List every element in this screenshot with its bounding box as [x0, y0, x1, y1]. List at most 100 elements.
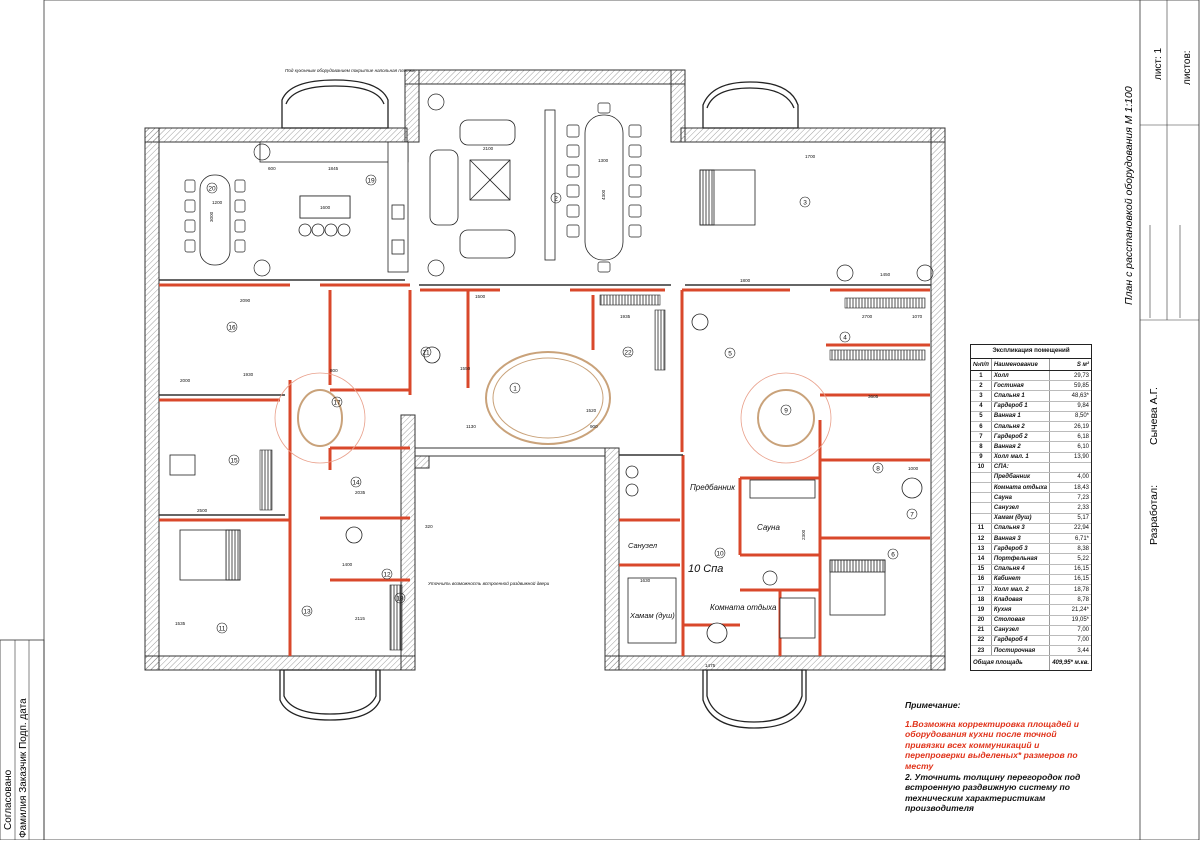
room-schedule-cell-n: 4 [971, 401, 992, 412]
room-schedule-cell-name: Спальня 4 [991, 564, 1050, 575]
dim-1550: 1550 [460, 366, 471, 371]
room-schedule-cell-name: Кладовая [991, 594, 1050, 606]
room-num-13: 13 [303, 609, 311, 616]
hall-arcs [274, 372, 832, 464]
bay-windows [279, 79, 807, 729]
dim-2500: 2500 [197, 508, 208, 513]
exterior-walls [144, 69, 946, 671]
plan-title: План с расстановкой оборудования М 1:100 [1123, 86, 1135, 305]
room-schedule-cell-n: 3 [971, 390, 992, 402]
plant-icons [253, 93, 934, 586]
room-schedule-cell-area: 22,94 [1049, 523, 1091, 535]
rest-room-label: Комната отдыха [710, 603, 777, 612]
room-schedule-cell-n: 22 [971, 635, 992, 647]
room-num-6: 6 [891, 552, 895, 559]
room-schedule-cell-area: 26,19 [1049, 421, 1091, 433]
developed-by-label: Разработал: [1148, 485, 1160, 545]
room-schedule-cell-area: 16,15 [1049, 564, 1091, 575]
dim-1800: 1800 [740, 278, 751, 283]
door-note: Уточнить возможность встроенной раздвижн… [428, 580, 550, 586]
dim-1845: 1845 [328, 166, 339, 171]
room-schedule-cell-name: Холл [991, 370, 1050, 382]
room-schedule-cell-area: 19,05* [1049, 615, 1091, 626]
dim-1130: 1130 [466, 424, 476, 429]
dim-2100: 2100 [483, 146, 494, 151]
room-schedule-cell-n: 11 [971, 523, 992, 535]
room-schedule-cell-n: 18 [971, 594, 992, 606]
room-num-12: 12 [383, 572, 391, 579]
room-schedule-cell-n: 6 [971, 421, 992, 433]
room-schedule-cell-n [971, 502, 992, 514]
room-schedule-cell-name: Холл мал. 2 [991, 584, 1050, 596]
room-schedule-cell-n: 17 [971, 584, 992, 596]
sheet-number: лист: 1 [1153, 47, 1164, 80]
room-schedule-cell-area: 7,23 [1049, 492, 1091, 504]
room-schedule-cell-area: 3,44 [1049, 645, 1091, 657]
room-schedule-cell-name: Комната отдыха [991, 482, 1050, 494]
room-schedule-cell-n: 7 [971, 431, 992, 443]
col-name: Наименование [991, 359, 1050, 371]
room-num-20: 20 [208, 186, 216, 193]
dim-1700: 1700 [805, 154, 816, 159]
dim-1600: 1600 [320, 205, 331, 210]
room-schedule-cell-n: 2 [971, 380, 992, 392]
room-schedule-cell-name: Постирочная [991, 645, 1050, 657]
room-schedule-cell-name: Гостиная [991, 380, 1050, 392]
approval-columns: Фамилия Заказчик Подп. дата [18, 698, 29, 838]
notes-heading: Примечание: [905, 700, 961, 710]
room-schedule-cell-name: Спальня 1 [991, 390, 1050, 402]
room-num-15: 15 [230, 458, 238, 465]
spa-fixtures [345, 313, 923, 644]
room-schedule-cell-n: 12 [971, 533, 992, 545]
room-schedule-cell-area: 9,84 [1049, 401, 1091, 412]
room-schedule-cell-n: 14 [971, 553, 992, 565]
dim-1400: 1400 [342, 562, 353, 567]
room-schedule: Экспликация помещений №п/п Наименование … [970, 344, 1092, 672]
room-schedule-cell-name: Спальня 2 [991, 421, 1050, 433]
room-schedule-cell-n: 10 [971, 462, 992, 473]
room-num-7: 7 [910, 512, 914, 519]
room-num-14: 14 [352, 480, 360, 487]
dim-2090: 2090 [240, 298, 251, 303]
note-1: 1.Возможна корректировка площадей и обор… [905, 718, 1080, 771]
room-schedule-cell-name: Санузел [991, 502, 1050, 514]
room-num-5: 5 [728, 351, 732, 358]
dim-600: 600 [268, 166, 276, 171]
dim-320: 320 [425, 524, 433, 529]
room-schedule-cell-name: Гардероб 2 [991, 431, 1050, 443]
room-schedule-cell-area: 2,33 [1049, 502, 1091, 514]
room-schedule-cell-name: Столовая [991, 615, 1050, 626]
room-schedule-cell-n [971, 492, 992, 504]
dim-2035: 2035 [355, 490, 366, 495]
room-schedule-cell-name: Предбанник [991, 472, 1050, 484]
dim-2700: 2700 [862, 314, 873, 319]
room-num-18: 18 [396, 596, 404, 603]
room-num-3: 3 [803, 200, 807, 207]
sheet-count: листов: [1182, 50, 1193, 85]
room-schedule-cell-area: 5,22 [1049, 553, 1091, 565]
room-schedule-cell-area: 18,43 [1049, 482, 1091, 494]
room-schedule-cell-area: 6,10 [1049, 441, 1091, 453]
spa-label: 10 Спа [688, 563, 723, 575]
room-schedule-cell-n [971, 513, 992, 524]
author-name: Сычева А.Г. [1148, 387, 1160, 445]
total-value: 409,95* м.кв. [1049, 655, 1091, 671]
room-num-9: 9 [784, 408, 788, 415]
